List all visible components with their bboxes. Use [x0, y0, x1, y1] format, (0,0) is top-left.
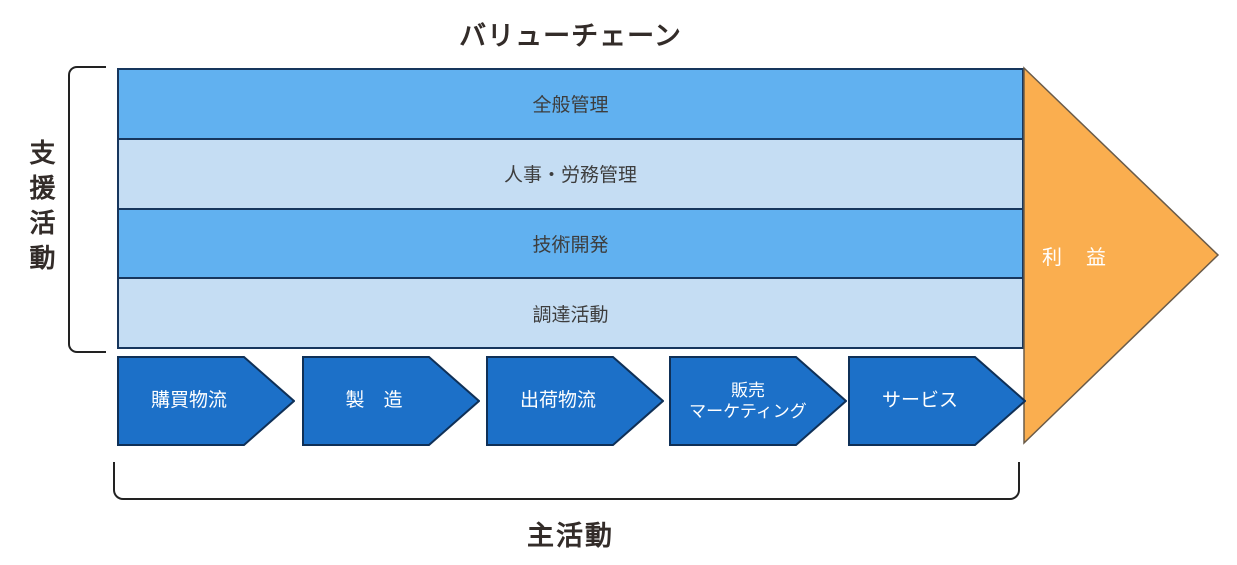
- support-activities-label: 支援活動: [26, 139, 56, 279]
- step-label-line: 出荷物流: [519, 390, 596, 412]
- support-rows: 全般管理 人事・労務管理 技術開発 調達活動: [117, 68, 1024, 349]
- chevron-arrow-shape: [486, 356, 664, 446]
- step-label-line: サービス: [881, 390, 958, 412]
- support-row-general-management: 全般管理: [119, 70, 1022, 138]
- step-label-line: マーケティング: [689, 402, 807, 421]
- profit-arrow-shape: [1023, 66, 1220, 445]
- primary-activities-label: 主活動: [527, 521, 614, 551]
- support-row-procurement: 調達活動: [119, 277, 1022, 347]
- primary-step-label: 製 造: [302, 356, 480, 446]
- support-row-technology-development: 技術開発: [119, 207, 1022, 278]
- support-row-hr-labor-management: 人事・労務管理: [119, 137, 1022, 208]
- primary-step-label: 販売 マーケティング: [669, 356, 847, 446]
- primary-step-label: サービス: [848, 356, 1026, 446]
- support-row-label: 全般管理: [532, 95, 609, 117]
- chevron-arrow-shape: [117, 356, 295, 446]
- primary-step-label: 購買物流: [117, 356, 295, 446]
- primary-step-label: 出荷物流: [486, 356, 664, 446]
- support-row-label: 調達活動: [532, 304, 609, 326]
- primary-activities-bracket: [113, 462, 1020, 500]
- chevron-arrow-shape: [669, 356, 847, 446]
- primary-step-service: サービス: [848, 356, 1026, 446]
- support-row-label: 人事・労務管理: [503, 165, 637, 187]
- support-activities-bracket: [68, 66, 106, 353]
- chevron-arrow-shape: [302, 356, 480, 446]
- step-label-line: 販売: [731, 380, 765, 400]
- step-label-line: 購買物流: [150, 390, 227, 412]
- primary-step-manufacturing: 製 造: [302, 356, 480, 446]
- step-label-line: 製 造: [345, 390, 403, 412]
- diagram-title: バリューチェーン: [459, 21, 682, 51]
- primary-step-inbound-logistics: 購買物流: [117, 356, 295, 446]
- profit-label: 利 益: [1042, 247, 1108, 269]
- support-row-label: 技術開発: [532, 234, 609, 256]
- primary-step-outbound-logistics: 出荷物流: [486, 356, 664, 446]
- chevron-arrow-shape: [848, 356, 1026, 446]
- primary-step-sales-marketing: 販売 マーケティング: [669, 356, 847, 446]
